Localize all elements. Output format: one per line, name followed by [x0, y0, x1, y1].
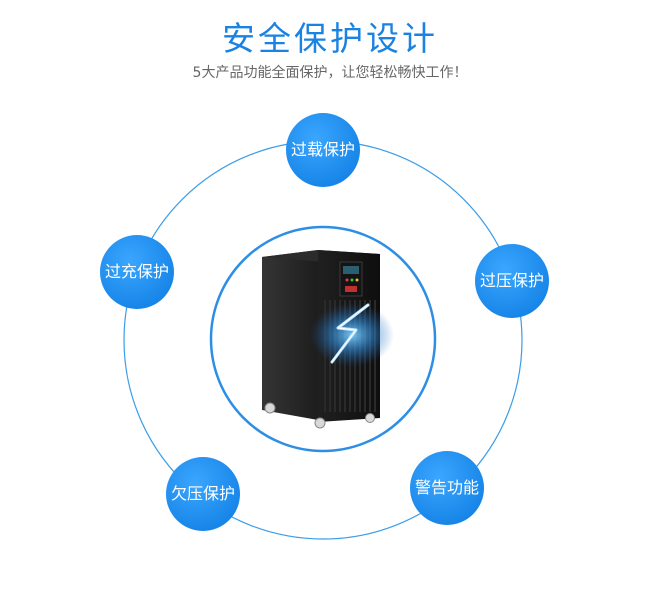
- feature-label-undervoltage: 欠压保护: [170, 484, 235, 503]
- feature-label-overcharge: 过充保护: [104, 262, 169, 281]
- page-title: 安全保护设计: [222, 19, 438, 58]
- feature-label-overvoltage: 过压保护: [479, 271, 544, 290]
- page-subtitle: 5大产品功能全面保护，让您轻松畅快工作！: [192, 65, 468, 81]
- feature-label-overload: 过载保护: [290, 140, 355, 159]
- feature-bubble-undervoltage: [166, 457, 240, 531]
- feature-bubble-overcharge: [100, 235, 174, 309]
- feature-label-alarm: 警告功能: [414, 478, 479, 497]
- ups-cabinet-image: [262, 250, 394, 429]
- feature-bubble-overvoltage: [475, 244, 549, 318]
- feature-bubble-alarm: [410, 451, 484, 525]
- inner-ring: [209, 225, 437, 453]
- feature-bubble-overload: [286, 113, 360, 187]
